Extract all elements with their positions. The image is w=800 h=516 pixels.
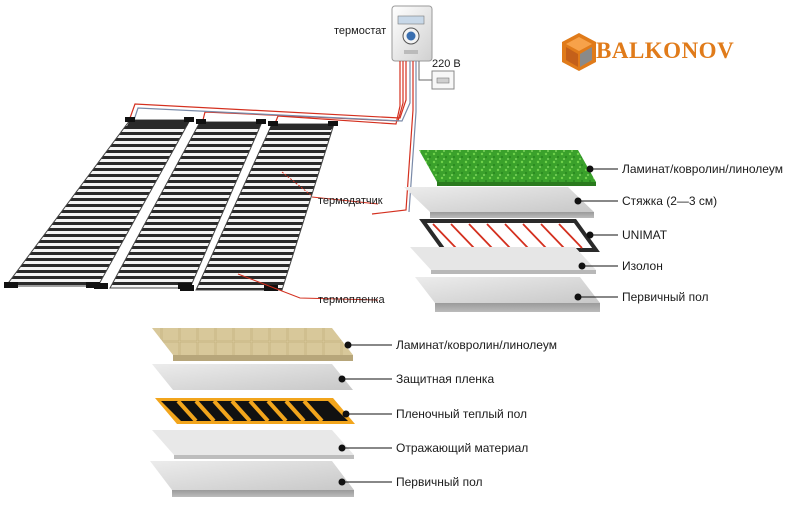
unimat-layer-screed [404,187,594,218]
unimat-layer-heating [419,219,600,252]
sensor-wire [281,171,313,197]
film-label: термопленка [318,294,385,306]
logo-text: BALKONOV [596,38,735,63]
wires [129,61,417,215]
power-socket-icon [418,61,455,90]
unimat-layer-carpet [419,150,596,186]
film-layer-label: Пленочный теплый пол [396,407,527,421]
film-layer-protective [152,364,353,390]
unimat-layer-label: Первичный пол [622,290,709,304]
thermostat-icon [391,5,433,62]
film-panel-3 [180,121,338,291]
isometric-cube-icon [562,33,596,71]
unimat-layer-base [415,277,600,312]
unimat-layer-label: Изолон [622,259,663,273]
film-leader [237,273,379,301]
film-layer-label: Первичный пол [396,475,483,489]
film-layer-label: Ламинат/ковролин/линолеум [396,338,557,352]
film-leaders [338,341,392,486]
thermostat-label: термостат [334,25,387,37]
unimat-layer-label: Стяжка (2—3 см) [622,194,718,208]
unimat-leaders [574,165,618,301]
unimat-stack [404,150,618,312]
film-layer-laminate [152,328,353,361]
film-layer-heating-film [155,398,355,424]
film-layer-base [150,461,354,497]
voltage-label: 220 В [432,58,461,70]
unimat-layer-label: UNIMAT [622,228,668,242]
film-panels [4,117,379,301]
film-layer-label: Защитная пленка [396,372,495,386]
sensor-leader [311,196,379,205]
sensor-label: термодатчик [318,195,383,207]
unimat-layer-label: Ламинат/ковролин/линолеум [622,162,783,176]
film-panel-1 [4,117,194,288]
unimat-layer-izolon [410,247,596,274]
film-layer-label: Отражающий материал [396,441,529,455]
film-layer-reflective [152,430,354,459]
film-stack [150,328,392,497]
